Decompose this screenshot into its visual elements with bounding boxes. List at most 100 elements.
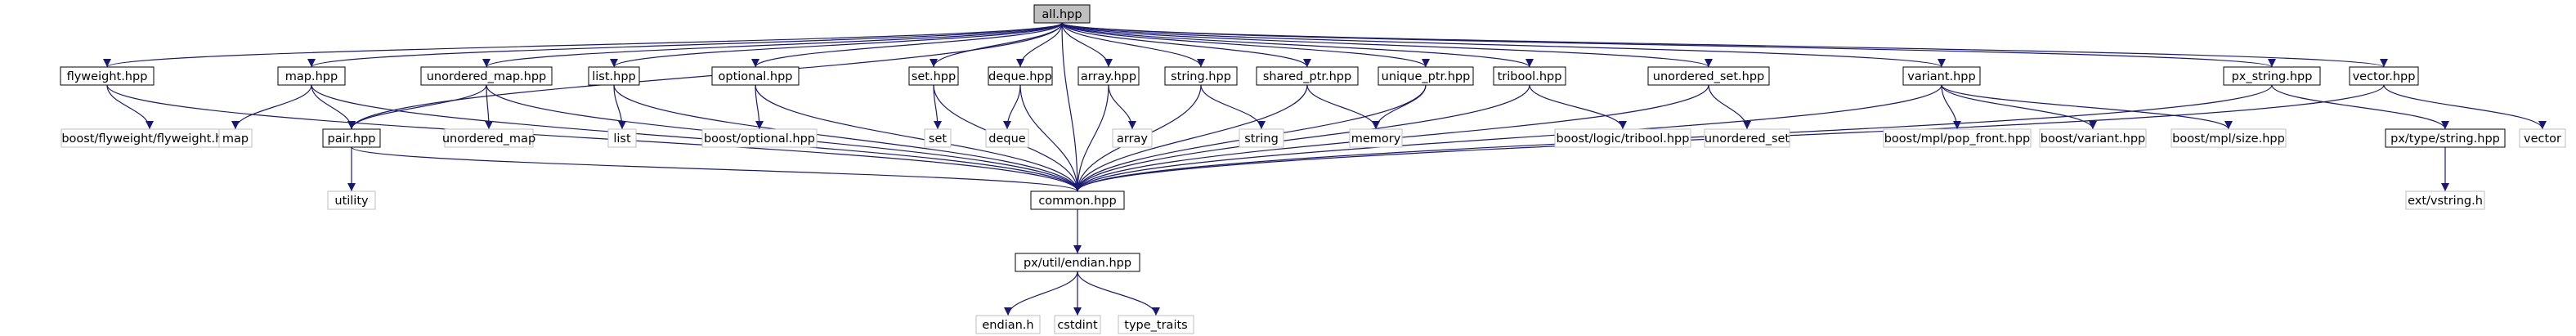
node-box [218,128,253,148]
node-type_traits: type_traits [1118,315,1194,334]
node-label: common.hpp [1038,195,1116,208]
node-std_string: string [1239,128,1284,148]
edge-variant-to-boost_variant [1941,84,2097,130]
node-unordered_map[interactable]: unordered_map.hpp [420,66,553,86]
node-map[interactable]: map.hpp [277,66,346,86]
node-optional[interactable]: optional.hpp [711,66,800,86]
edge-pair-to-common [351,146,1082,192]
node-box [1349,128,1403,148]
node-label: unordered_map.hpp [427,70,547,83]
node-label: deque [988,132,1026,146]
node-label: type_traits [1124,319,1187,332]
edge-array-to-common [1073,84,1109,192]
node-set[interactable]: set.hpp [908,66,959,86]
node-label: list [613,132,631,146]
node-label: deque.hpp [988,70,1052,83]
node-label: boost/optional.hpp [704,132,815,146]
edge-all-to-tribool [1061,22,1534,68]
node-box [1164,66,1238,86]
node-box [701,128,818,148]
node-label: boost/logic/tribool.hpp [1557,132,1690,146]
node-box [2519,128,2566,148]
edge-all-to-unordered_set [1061,22,1713,68]
node-label: optional.hpp [719,70,793,83]
node-box [444,128,534,148]
node-all[interactable]: all.hpp [1033,4,1091,24]
node-box [1378,66,1474,86]
node-box [1239,128,1284,148]
node-box [1118,315,1194,334]
node-box [322,128,381,148]
edge-all-to-list [610,22,1063,68]
node-unordered_set[interactable]: unordered_set.hpp [1647,66,1770,86]
node-box [924,128,952,148]
edge-unordered_set-to-std_unordered_set [1708,84,1751,130]
edge-all-to-variant [1061,22,1946,68]
node-label: all.hpp [1042,8,1082,21]
node-common[interactable]: common.hpp [1030,190,1125,210]
node-box [1054,315,1101,334]
node-box [2385,128,2506,148]
node-boost_flyweight: boost/flyweight/flyweight.hpp [60,128,239,148]
node-box [1077,66,1140,86]
edge-deque-to-std_deque [1003,84,1021,130]
edge-all-to-vector [1061,22,2388,68]
node-px_string[interactable]: px_string.hpp [2223,66,2321,86]
node-boost_optional: boost/optional.hpp [701,128,818,148]
edge-unordered_map-to-pair [347,84,487,130]
edge-all-to-flyweight [103,22,1063,68]
node-variant[interactable]: variant.hpp [1902,66,1981,86]
node-label: unordered_set [1705,132,1790,146]
node-endian[interactable]: px/util/endian.hpp [1015,253,1140,272]
node-boost_variant: boost/variant.hpp [2039,128,2147,148]
node-box [1112,128,1153,148]
node-box [420,66,553,86]
node-array[interactable]: array.hpp [1077,66,1140,86]
node-label: unique_ptr.hpp [1382,70,1471,83]
node-std_memory: memory [1349,128,1403,148]
node-unique_ptr[interactable]: unique_ptr.hpp [1378,66,1474,86]
edge-all-to-shared_ptr [1061,22,1311,68]
node-box [2171,128,2287,148]
node-px_type_string[interactable]: px/type/string.hpp [2385,128,2506,148]
node-label: px/type/string.hpp [2390,132,2500,146]
node-string[interactable]: string.hpp [1164,66,1238,86]
node-utility: utility [327,190,376,210]
edge-flyweight-to-boost_flyweight [106,84,154,130]
edge-all-to-array [1061,22,1113,68]
node-box [908,66,959,86]
node-deque[interactable]: deque.hpp [988,66,1053,86]
node-box [277,66,346,86]
node-tribool[interactable]: tribool.hpp [1493,66,1566,86]
node-box [1554,128,1691,148]
node-list[interactable]: list.hpp [588,66,640,86]
node-label: endian.h [982,319,1033,332]
node-label: map [222,132,249,146]
node-label: map.hpp [285,70,338,83]
node-std_vector: vector [2519,128,2566,148]
node-box [2039,128,2147,148]
node-vector[interactable]: vector.hpp [2349,66,2419,86]
edge-string-to-std_string [1200,84,1266,130]
edge-all-to-deque [1016,22,1063,68]
node-label: boost/mpl/size.hpp [2172,132,2285,146]
node-label: array.hpp [1081,70,1136,83]
edge-endian-to-endian_h [1004,271,1078,316]
graph-nodes: all.hpp flyweight.hpp boost/flyweight/flyw… [60,4,2566,334]
edge-shared_ptr-to-common [1073,84,1308,192]
node-flyweight[interactable]: flyweight.hpp [60,66,155,86]
node-label: string.hpp [1171,70,1231,83]
edge-optional-to-common [755,84,1082,192]
node-label: unordered_set.hpp [1653,70,1764,83]
node-label: memory [1351,132,1401,146]
node-label: vector.hpp [2353,70,2416,83]
node-pair[interactable]: pair.hpp [322,128,381,148]
node-label: string [1244,132,1279,146]
edge-unordered_map-to-std_unordered_map [484,84,493,130]
node-label: boost/variant.hpp [2041,132,2146,146]
node-box [1493,66,1566,86]
node-shared_ptr[interactable]: shared_ptr.hpp [1256,66,1359,86]
node-box [985,128,1029,148]
edge-map-to-std_map [231,84,312,130]
